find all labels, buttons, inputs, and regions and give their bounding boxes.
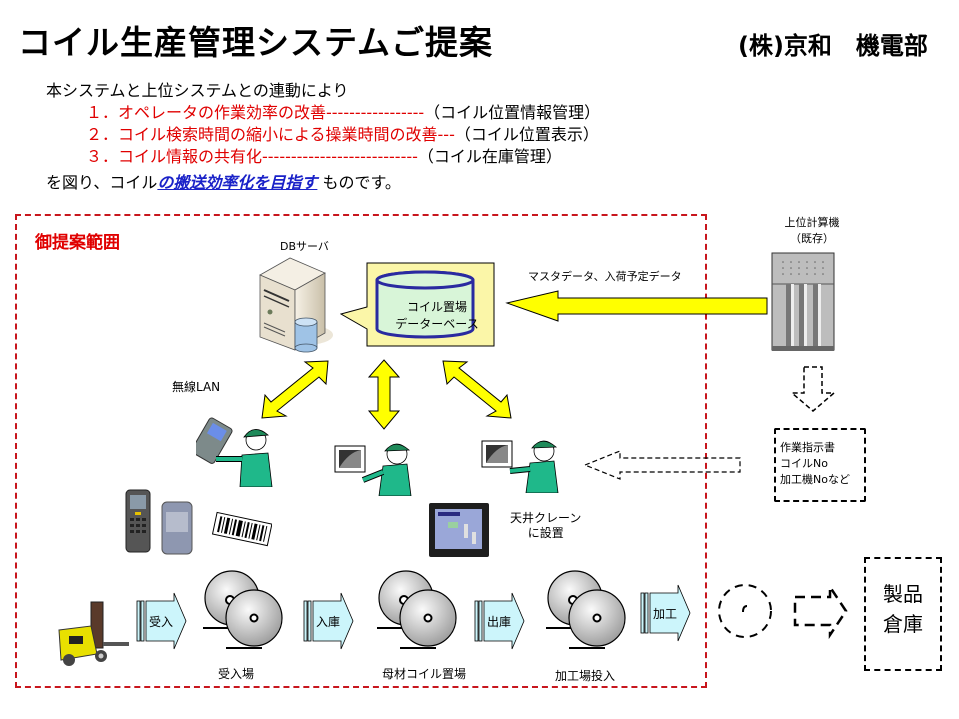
flow-arrow-label: 入庫: [316, 615, 341, 629]
instruction-line1: 作業指示書: [780, 441, 835, 454]
flow-arrow-label: 出庫: [487, 615, 512, 629]
forklift-icon: [58, 601, 129, 666]
crane-label-line2: に設置: [527, 526, 564, 540]
db-server-label: DBサーバ: [280, 240, 329, 253]
instruction-dashed-arrow: [583, 450, 741, 480]
intro-lead: 本システムと上位システムとの連動により: [46, 81, 349, 100]
flow-arrow-shape: [136, 592, 187, 650]
data-arrow-label: マスタデータ、入荷予定データ: [528, 270, 682, 283]
intro-item-3: ３．コイル情報の共有化---------------------------（コ…: [86, 146, 562, 168]
coil-group-icon: [202, 570, 292, 656]
flow-arrow-label: 受入: [149, 615, 174, 629]
flow-arrow: 受入: [136, 592, 188, 656]
crane-touch-panel-icon: [429, 503, 489, 557]
closing-prefix: を図り、コイル: [46, 173, 158, 192]
worker-handheld-icon: [196, 417, 273, 487]
crane-label-line1: 天井クレーン: [510, 511, 582, 525]
station-label: 加工場投入: [555, 669, 616, 683]
instruction-line3: 加工機Noなど: [780, 473, 850, 486]
coil-group-icon: [545, 570, 635, 656]
intro-item-1: １．オペレータの作業効率の改善-----------------（コイル位置情報…: [86, 102, 600, 124]
crane-label: 天井クレーン に設置: [510, 511, 581, 541]
closing-suffix: ものです。: [317, 173, 401, 192]
master-data-arrow: [505, 290, 768, 322]
intro-item-note: （コイル位置表示）: [454, 125, 599, 144]
db-label: コイル置場 データーベース: [382, 298, 492, 332]
scope-label: 御提案範囲: [35, 233, 120, 253]
db-label-line1: コイル置場: [406, 300, 467, 314]
flow-arrow-label: 加工: [653, 607, 678, 621]
handheld-devices-icon: [125, 489, 272, 555]
warehouse-line1: 製品: [883, 582, 923, 606]
worker-pc-right-icon: [481, 440, 559, 493]
intro-closing: を図り、コイルの搬送効率化を目指す ものです。: [46, 172, 401, 194]
vertical-arrow-center: [367, 359, 401, 430]
product-warehouse-box: 製品 倉庫: [864, 557, 942, 671]
company-name: (株)京和 機電部: [738, 32, 928, 60]
db-speech-bubble: [340, 262, 495, 347]
flow-arrow: 入庫: [303, 592, 355, 656]
dashed-coil-icon: [718, 584, 772, 638]
intro-item-text: ３．コイル情報の共有化---------------------------: [86, 147, 418, 166]
host-label: 上位計算機 （既存）: [782, 215, 842, 247]
intro-item-note: （コイル位置情報管理）: [424, 103, 601, 122]
proposal-scope-box: [15, 214, 707, 688]
host-computer-icon: [771, 252, 835, 351]
flow-arrow-shape: [640, 584, 691, 642]
host-output-dashed-arrow: [790, 366, 837, 412]
dashed-arrow-icon: [793, 584, 848, 640]
wireless-lan-label: 無線LAN: [172, 380, 221, 394]
intro-item-2: ２．コイル検索時間の縮小による操業時間の改善---（コイル位置表示）: [86, 124, 599, 146]
wireless-arrow-right: [442, 360, 512, 419]
future-process-dashed: [718, 584, 848, 640]
flow-arrow: 加工: [640, 584, 692, 648]
flow-arrow-shape: [303, 592, 354, 650]
worker-pc-center-icon: [334, 443, 412, 496]
intro-item-note: （コイル在庫管理）: [417, 147, 562, 166]
flow-arrow: 出庫: [474, 592, 526, 656]
work-instruction-box: 作業指示書 コイルNo 加工機Noなど: [774, 428, 866, 502]
instruction-line2: コイルNo: [780, 457, 828, 470]
flow-arrow-shape: [474, 592, 525, 650]
db-label-line2: データーベース: [395, 317, 479, 331]
host-label-line2: （既存）: [790, 232, 834, 245]
closing-emphasis: の搬送効率化を目指す: [157, 173, 318, 192]
coil-group-icon: [376, 570, 466, 656]
barcode-icon: [211, 511, 272, 547]
wireless-arrow-left: [261, 360, 329, 419]
page-title: コイル生産管理システムご提案: [18, 23, 494, 62]
station-label: 母材コイル置場: [382, 667, 467, 681]
station-label: 受入場: [218, 667, 255, 681]
intro-item-text: ２．コイル検索時間の縮小による操業時間の改善---: [86, 125, 455, 144]
warehouse-line2: 倉庫: [883, 612, 923, 636]
db-server-icon: [259, 257, 333, 353]
host-label-line1: 上位計算機: [784, 216, 840, 229]
intro-item-text: １．オペレータの作業効率の改善-----------------: [86, 103, 425, 122]
